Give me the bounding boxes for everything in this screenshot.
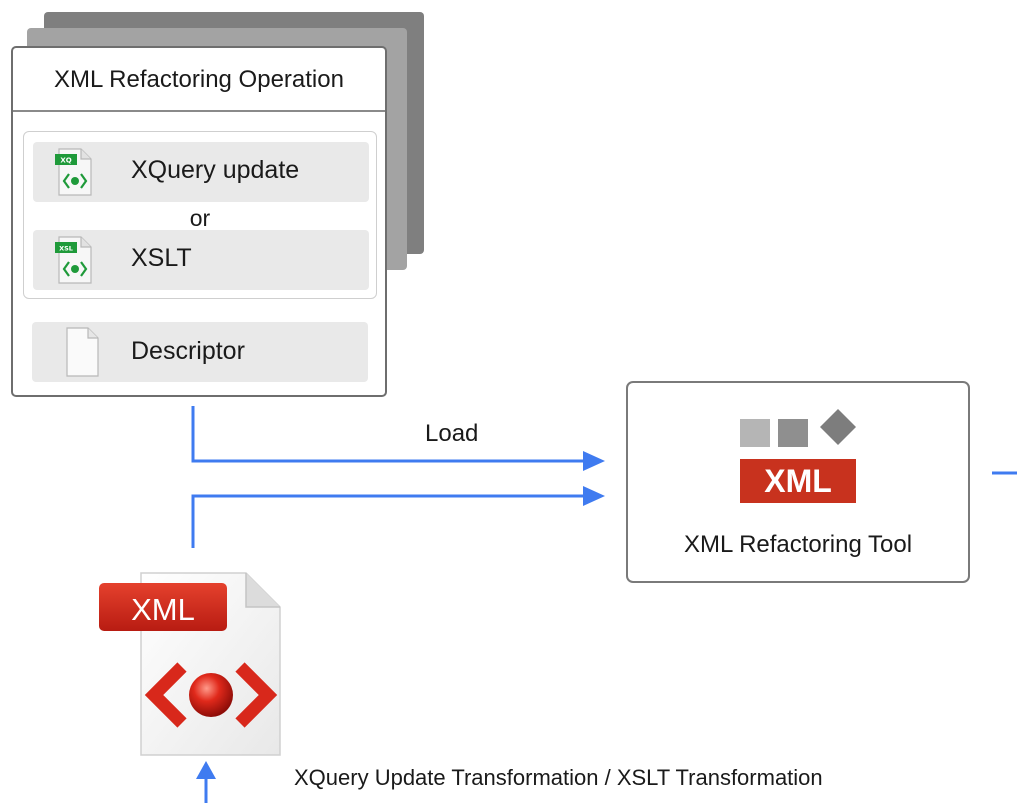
refactoring-operation-card[interactable]: XML Refactoring Operation XQ XQuery upda… xyxy=(11,46,387,397)
xquery-update-item[interactable]: XQ XQuery update xyxy=(33,142,369,202)
xslt-file-icon: XSL xyxy=(55,236,92,284)
svg-text:XSL: XSL xyxy=(59,245,73,253)
or-label: or xyxy=(189,205,211,231)
document-arrow-line xyxy=(191,494,587,548)
load-arrow-line xyxy=(191,406,587,463)
transformation-arrowhead xyxy=(196,761,216,779)
load-arrowhead xyxy=(583,451,605,471)
document-arrowhead xyxy=(583,486,605,506)
xml-document-badge: XML xyxy=(131,592,195,627)
script-choice-group: XQ XQuery update or XSL XSLT xyxy=(23,131,377,299)
xml-refactoring-tool-box[interactable]: XML XML Refactoring Tool xyxy=(626,381,970,583)
xslt-label: XSLT xyxy=(131,244,192,272)
transformation-caption: XQuery Update Transformation / XSLT Tran… xyxy=(294,765,823,790)
operation-title: XML Refactoring Operation xyxy=(13,48,385,112)
load-label: Load xyxy=(425,420,479,447)
descriptor-label: Descriptor xyxy=(131,337,245,365)
descriptor-item[interactable]: Descriptor xyxy=(32,322,368,382)
svg-text:XML: XML xyxy=(764,463,832,499)
xquery-file-icon: XQ xyxy=(55,148,92,196)
xml-tool-logo-icon: XML xyxy=(740,409,856,503)
svg-text:XQ: XQ xyxy=(60,157,71,165)
xquery-update-label: XQuery update xyxy=(131,156,300,184)
descriptor-file-icon xyxy=(66,327,99,377)
xml-document-icon[interactable]: XML xyxy=(96,565,286,757)
xslt-item[interactable]: XSL XSLT xyxy=(33,230,369,290)
tool-label: XML Refactoring Tool xyxy=(683,531,913,558)
